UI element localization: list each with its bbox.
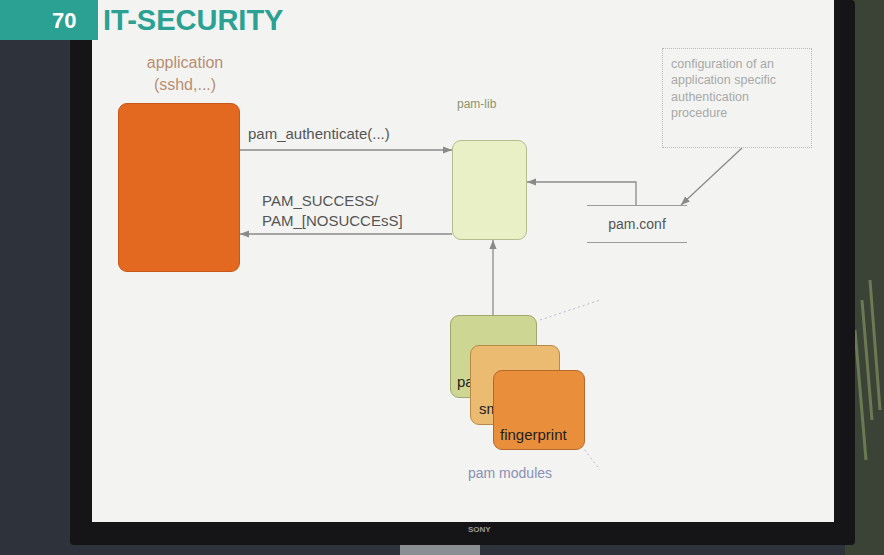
section-title: IT-SECURITY — [103, 4, 283, 37]
monitor-screen — [92, 0, 834, 522]
edge-label: pam_authenticate(...) — [248, 124, 438, 144]
node-label: configuration of an application specific… — [671, 56, 803, 121]
library-box: pam-lib — [452, 140, 527, 240]
group-caption: pam modules — [468, 465, 552, 481]
connector-arrow — [527, 182, 636, 205]
config-file: pam.conf — [587, 205, 687, 243]
application-box: application (sshd,...) — [118, 103, 240, 272]
connector-arrow — [492, 240, 493, 315]
brand-logo: SONY — [468, 525, 491, 534]
node-label: pam.conf — [608, 215, 666, 233]
callout-box: configuration of an application specific… — [662, 48, 812, 148]
plant-leaves — [855, 280, 880, 460]
page-number: 70 — [52, 8, 76, 34]
node-heading: pam-lib — [457, 96, 527, 112]
edge-label: PAM_SUCCESS/ PAM_[NOSUCCEsS] — [262, 191, 437, 231]
node-heading: application (sshd,...) — [137, 52, 233, 95]
connector-arrow — [240, 149, 452, 150]
node-label: fingerprint — [500, 425, 567, 445]
monitor-bezel — [70, 0, 855, 545]
page-number-bar — [0, 0, 98, 40]
module-card: fingerprint — [493, 370, 585, 450]
connector-arrow — [240, 233, 452, 234]
connector-arrow — [681, 148, 742, 205]
